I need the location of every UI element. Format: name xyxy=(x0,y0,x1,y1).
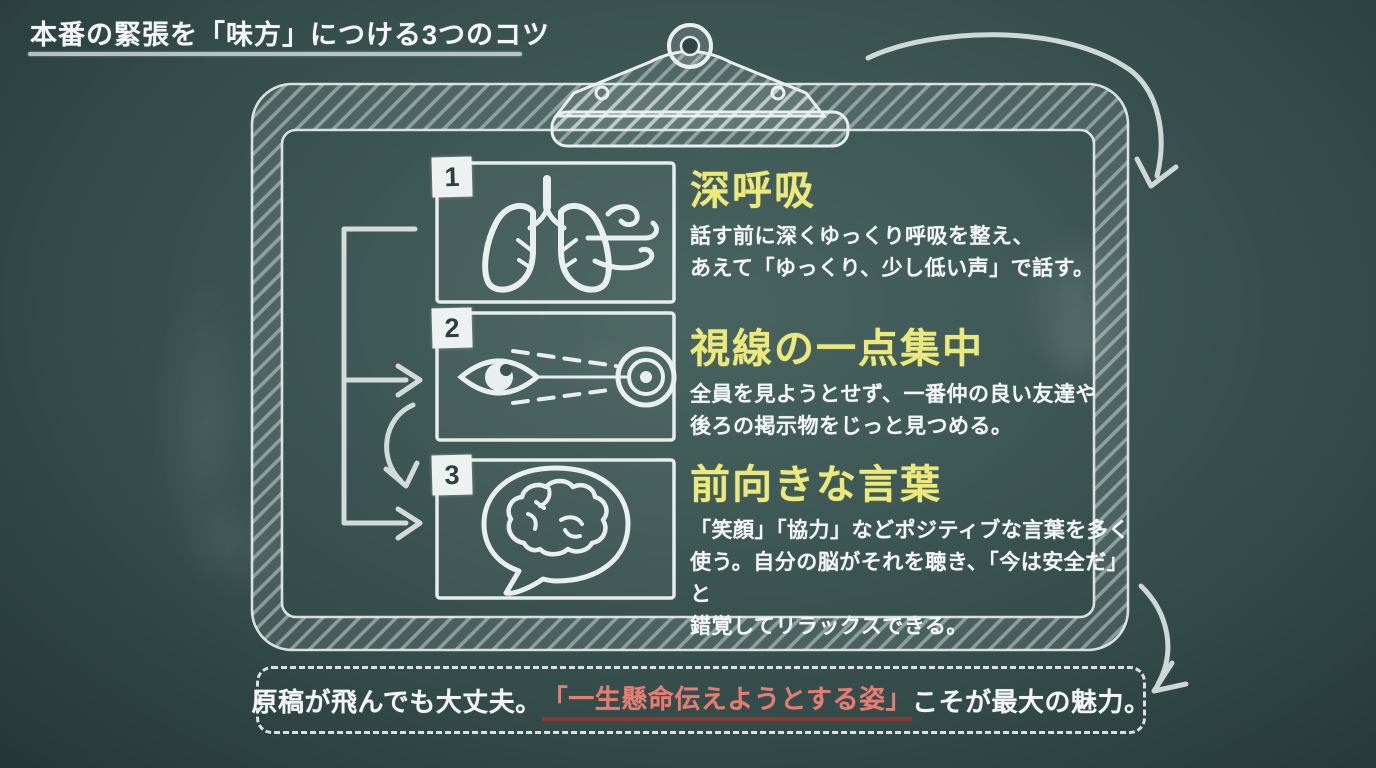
item2-number-badge: 2 xyxy=(431,307,473,349)
footer-highlight: 「一生懸命伝えようとする姿」 xyxy=(541,679,912,721)
item1-heading: 深呼吸 xyxy=(690,169,816,213)
page-title: 本番の緊張を「味方」につける3つのコツ xyxy=(30,20,551,50)
item1-body: 話す前に深くゆっくり呼吸を整え、 あえて「ゆっくり、少し低い声」で話す。 xyxy=(690,221,1130,285)
item2-body-line1: 全員を見ようとせず、一番仲の良い友達や xyxy=(690,383,1098,406)
item3-body-line1: 「笑顔」「協力」などポジティブな言葉を多く xyxy=(690,519,1130,542)
curved-arrow-2-to-3 xyxy=(384,402,416,484)
arrow-to-item2 xyxy=(395,363,423,398)
top-right-curve-arrow xyxy=(865,32,1179,189)
item2-heading: 視線の一点集中 xyxy=(690,327,984,371)
lungs-breath-icon xyxy=(482,175,659,293)
item3-body: 「笑顔」「協力」などポジティブな言葉を多く 使う。自分の脳がそれを聴き、「今は安… xyxy=(690,515,1130,643)
footer-prefix: 原稿が飛んでも大丈夫。 xyxy=(251,686,542,717)
item1-body-line1: 話す前に深くゆっくり呼吸を整え、 xyxy=(690,225,1034,248)
flow-bracket-arrows xyxy=(341,226,423,541)
item1-number-badge: 1 xyxy=(431,156,473,198)
clipboard-clip-icon xyxy=(550,23,850,148)
brain-speech-icon xyxy=(481,465,631,596)
item2-body: 全員を見ようとせず、一番仲の良い友達や 後ろの掲示物をじっと見つめる。 xyxy=(690,379,1130,443)
item3-number-badge: 3 xyxy=(431,454,473,496)
bottom-right-curve-arrow xyxy=(1138,583,1189,694)
footer-message-box: 原稿が飛んでも大丈夫。「一生懸命伝えようとする姿」こそが最大の魅力。 xyxy=(252,666,1150,734)
item1-text-block: 深呼吸 話す前に深くゆっくり呼吸を整え、 あえて「ゆっくり、少し低い声」で話す。 xyxy=(690,168,1130,285)
item3-body-line2: 使う。自分の脳がそれを聴き、「今は安全だ」と xyxy=(690,551,1129,606)
title-underline xyxy=(28,52,522,56)
item3-text-block: 前向きな言葉 「笑顔」「協力」などポジティブな言葉を多く 使う。自分の脳がそれを… xyxy=(690,462,1130,643)
item2-text-block: 視線の一点集中 全員を見ようとせず、一番仲の良い友達や 後ろの掲示物をじっと見つ… xyxy=(690,326,1130,443)
item3-body-line3: 錯覚してリラックスできる。 xyxy=(690,615,968,638)
eye-target-icon xyxy=(457,346,677,408)
item1-icon-box xyxy=(435,161,676,304)
item1-body-line2: あえて「ゆっくり、少し低い声」で話す。 xyxy=(690,257,1095,280)
icon-boxes xyxy=(435,161,676,600)
footer-suffix: こそが最大の魅力。 xyxy=(911,686,1151,717)
item3-heading: 前向きな言葉 xyxy=(690,463,942,507)
arrow-to-item3 xyxy=(395,506,423,541)
item2-body-line2: 後ろの掲示物をじっと見つめる。 xyxy=(690,415,1013,438)
